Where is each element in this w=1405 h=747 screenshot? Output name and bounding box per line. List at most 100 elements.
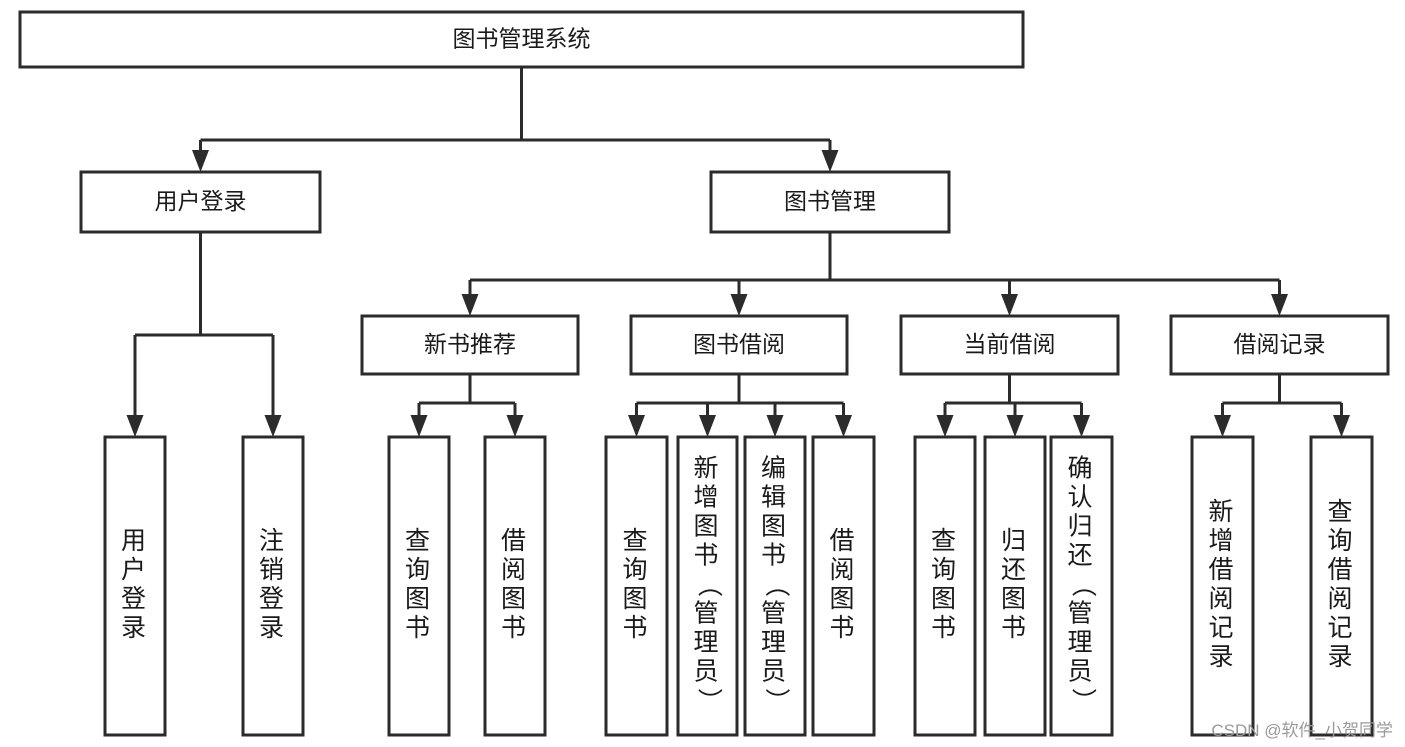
node-label-char: 书 bbox=[622, 614, 650, 642]
node-label-char: （ bbox=[695, 572, 723, 600]
node-label-char: 图 bbox=[761, 513, 789, 541]
arrow-head-icon bbox=[1006, 415, 1024, 437]
node-label-char: 理 bbox=[1067, 629, 1095, 657]
node-label-char: 员 bbox=[1067, 658, 1095, 686]
node-label-char: 新 bbox=[1208, 498, 1236, 526]
node-box[interactable] bbox=[241, 435, 305, 737]
node-label: 图书管理 bbox=[784, 188, 876, 214]
arrow-head-icon bbox=[1073, 415, 1090, 437]
arrow-head-icon bbox=[699, 415, 716, 437]
node-book-manage[interactable]: 图书管理 bbox=[709, 170, 951, 234]
node-label-char: 图 bbox=[622, 585, 650, 613]
node-label-char: 注 bbox=[259, 527, 287, 555]
node-label-char: 查 bbox=[931, 527, 959, 555]
connector-group bbox=[628, 374, 852, 437]
arrow-head-icon bbox=[936, 415, 954, 437]
node-borrow-record[interactable]: 借阅记录 bbox=[1169, 314, 1390, 376]
node-leaf-user-login[interactable]: 用户登录 bbox=[103, 435, 167, 737]
connector-group bbox=[1214, 374, 1350, 437]
node-label-char: 管 bbox=[1067, 600, 1095, 628]
node-box[interactable] bbox=[387, 435, 451, 737]
node-box[interactable] bbox=[360, 314, 580, 376]
arrow-head-icon bbox=[1271, 294, 1288, 316]
node-box[interactable] bbox=[676, 435, 739, 737]
node-label-char: 阅 bbox=[1208, 585, 1236, 613]
node-box[interactable] bbox=[743, 435, 807, 737]
node-label: 新书推荐 bbox=[424, 331, 516, 357]
arrow-head-icon bbox=[766, 415, 784, 437]
node-label-char: 编 bbox=[761, 455, 789, 483]
node-label-char: 录 bbox=[1327, 643, 1355, 671]
arrow-head-icon bbox=[628, 415, 645, 437]
node-label-char: 图 bbox=[501, 585, 529, 613]
node-label-char: 图 bbox=[405, 585, 433, 613]
node-label-char: 书 bbox=[405, 614, 433, 642]
node-box[interactable] bbox=[1309, 435, 1374, 737]
arrow-head-icon bbox=[264, 415, 282, 437]
arrow-head-icon bbox=[461, 294, 479, 316]
node-label-char: 认 bbox=[1067, 484, 1095, 512]
node-box[interactable] bbox=[983, 435, 1047, 737]
node-book-borrow[interactable]: 图书借阅 bbox=[629, 314, 849, 376]
node-label-char: 新 bbox=[693, 455, 721, 483]
node-label-char: 图 bbox=[1001, 585, 1029, 613]
node-box[interactable] bbox=[811, 435, 876, 737]
node-label-char: ） bbox=[1069, 688, 1097, 716]
node-box[interactable] bbox=[1169, 314, 1390, 376]
arrow-head-icon bbox=[506, 415, 524, 437]
node-label-char: 归 bbox=[1067, 513, 1095, 541]
node-label-char: 记 bbox=[1327, 614, 1355, 642]
node-label-char: 查 bbox=[1327, 498, 1355, 526]
node-label-char: 书 bbox=[761, 542, 789, 570]
node-box[interactable] bbox=[79, 170, 322, 234]
node-root[interactable]: 图书管理系统 bbox=[18, 10, 1025, 69]
node-label-char: 录 bbox=[1208, 643, 1236, 671]
connector-group bbox=[461, 232, 1288, 316]
node-label-char: 书 bbox=[501, 614, 529, 642]
node-label-char: 阅 bbox=[829, 556, 857, 584]
node-box[interactable] bbox=[483, 435, 547, 737]
node-label-char: 管 bbox=[693, 600, 721, 628]
node-box[interactable] bbox=[709, 170, 951, 234]
watermark-label: CSDN @软件_小贺同学 bbox=[1211, 721, 1393, 740]
node-label-char: 书 bbox=[829, 614, 857, 642]
node-label-char: ） bbox=[762, 688, 790, 716]
node-current-borrow[interactable]: 当前借阅 bbox=[899, 314, 1120, 376]
node-box[interactable] bbox=[629, 314, 849, 376]
node-box[interactable] bbox=[899, 314, 1120, 376]
node-label-char: 归 bbox=[1001, 527, 1029, 555]
node-user-login[interactable]: 用户登录 bbox=[79, 170, 322, 234]
node-label-char: 询 bbox=[622, 556, 650, 584]
node-label-char: 户 bbox=[121, 556, 149, 584]
node-box[interactable] bbox=[913, 435, 977, 737]
node-box[interactable] bbox=[18, 10, 1025, 69]
node-label: 当前借阅 bbox=[964, 331, 1056, 357]
node-label-char: 销 bbox=[259, 556, 287, 584]
arrow-head-icon bbox=[1214, 415, 1231, 437]
node-label-char: 查 bbox=[405, 527, 433, 555]
node-new-book-rec[interactable]: 新书推荐 bbox=[360, 314, 580, 376]
arrow-head-icon bbox=[1333, 415, 1350, 437]
node-label-char: 员 bbox=[693, 658, 721, 686]
node-label-char: 登 bbox=[121, 585, 149, 613]
node-box[interactable] bbox=[604, 435, 669, 737]
arrow-head-icon bbox=[835, 415, 852, 437]
node-box[interactable] bbox=[1049, 435, 1114, 737]
node-label-char: 书 bbox=[1001, 614, 1029, 642]
node-box[interactable] bbox=[103, 435, 167, 737]
node-box[interactable] bbox=[1190, 435, 1255, 737]
node-label-char: 增 bbox=[693, 484, 721, 512]
